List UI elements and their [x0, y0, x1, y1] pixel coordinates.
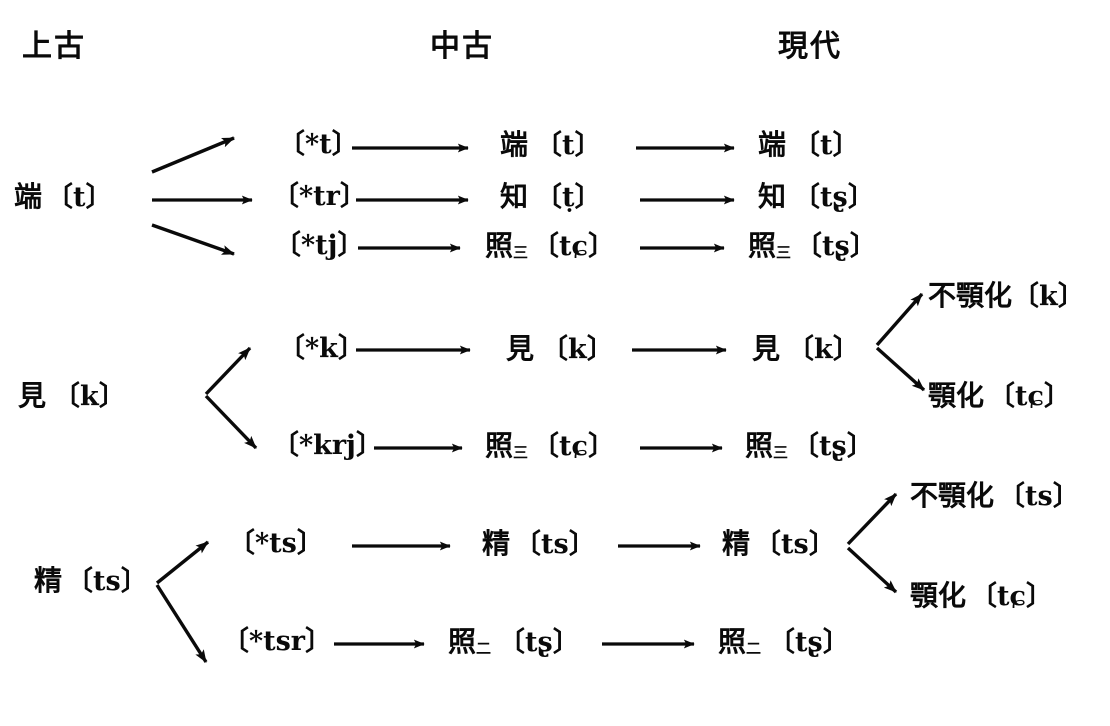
outcome-jian-palatalized-han: 顎化	[928, 379, 985, 412]
mc-initial-zhi-han: 知	[500, 180, 529, 213]
mc-initial-duan-ipa: 〔t〕	[535, 130, 602, 161]
mc-initial-jian-ipa: 〔k〕	[541, 334, 614, 365]
outcome-jian-unpalatalized-han: 不顎化	[928, 279, 1013, 312]
modern-initial-zhao3-b: 照三〔tʂ〕	[745, 432, 874, 461]
oc-reconstruction-t: 〔*t〕	[278, 131, 359, 158]
mc-initial-zhao3-subscript: 三	[513, 243, 529, 262]
modern-initial-jing-ipa: 〔ts〕	[754, 529, 836, 560]
mc-initial-zhao3-han: 照	[485, 229, 514, 262]
oc-reconstruction-tj: 〔*tj〕	[274, 232, 364, 259]
oc-reconstruction-krj: 〔*krj〕	[272, 432, 383, 459]
modern-initial-jian: 見〔k〕	[752, 332, 860, 365]
modern-initial-duan-ipa: 〔t〕	[793, 130, 860, 161]
modern-initial-jing-han: 精	[722, 527, 751, 560]
mc-initial-jing-ipa: 〔ts〕	[514, 529, 596, 560]
mc-initial-zhao3-ipa: 〔tɕ〕	[532, 231, 615, 262]
old-initial-jian: 見〔k〕	[18, 379, 126, 412]
modern-initial-zhao3-a-ipa: 〔tʂ〕	[795, 231, 877, 262]
header-middle-chinese: 中古	[430, 29, 494, 64]
mc-initial-zhao2-ipa: 〔tʂ〕	[498, 627, 580, 658]
mc-initial-duan-han: 端	[500, 128, 529, 161]
old-initial-duan-han: 端	[14, 180, 43, 213]
old-initial-jing-han: 精	[34, 564, 63, 597]
oc-reconstruction-tsr-ipa: 〔*tsr〕	[222, 626, 333, 657]
old-initial-jing-ipa: 〔ts〕	[66, 566, 148, 597]
jian-old-to-mid-1	[204, 346, 252, 396]
modern-initial-zhao2: 照二〔tʂ〕	[718, 628, 850, 657]
modern-initial-jian-han: 見	[752, 332, 781, 365]
oc-reconstruction-tsr: 〔*tsr〕	[222, 628, 332, 655]
oc-reconstruction-tr-ipa: 〔*tr〕	[272, 181, 367, 212]
mc-initial-jian: 見〔k〕	[506, 332, 614, 365]
modern-initial-zhi-ipa: 〔tʂ〕	[793, 182, 875, 213]
outcome-jing-palatalized: 顎化〔tɕ〕	[910, 579, 1053, 612]
mc-initial-zhi-ipa: 〔ṭ〕	[535, 182, 602, 213]
mc-initial-zhao3-b-han: 照	[485, 429, 514, 462]
modern-initial-duan: 端〔t〕	[758, 128, 860, 161]
modern-initial-zhi-han: 知	[758, 180, 787, 213]
jian-old-to-mid-2	[204, 394, 258, 450]
old-initial-jian-ipa: 〔k〕	[53, 381, 126, 412]
outcome-jing-unpalatalized-han: 不顎化	[910, 479, 995, 512]
modern-initial-zhao3-a: 照三〔tʂ〕	[748, 232, 877, 261]
oc-reconstruction-t-ipa: 〔*t〕	[278, 129, 359, 160]
outcome-jian-unpalatalized-ipa: 〔k〕	[1012, 281, 1085, 312]
outcome-jing-unpalatalized-ipa: 〔ts〕	[998, 481, 1080, 512]
modern-initial-zhao3-b-han: 照	[745, 429, 774, 462]
header-old-chinese: 上古	[22, 29, 86, 64]
mc-initial-zhi: 知〔ṭ〕	[500, 180, 602, 213]
modern-initial-zhao3-a-subscript: 三	[776, 243, 792, 262]
oc-reconstruction-ts: 〔*ts〕	[228, 530, 324, 557]
modern-initial-zhi: 知〔tʂ〕	[758, 180, 875, 213]
mc-initial-jing: 精〔ts〕	[482, 527, 596, 560]
oc-reconstruction-k-ipa: 〔*k〕	[278, 333, 365, 364]
modern-initial-zhao3-b-subscript: 三	[773, 443, 789, 462]
oc-reconstruction-tr: 〔*tr〕	[272, 183, 367, 210]
modern-initial-zhao3-b-ipa: 〔tʂ〕	[792, 431, 874, 462]
mc-initial-zhao3: 照三〔tɕ〕	[485, 232, 615, 261]
jing-old-to-mid-1	[155, 540, 210, 585]
oc-reconstruction-k: 〔*k〕	[278, 335, 365, 362]
mc-initial-zhao3-b: 照三〔tɕ〕	[485, 432, 615, 461]
mc-initial-jing-han: 精	[482, 527, 511, 560]
jian-branch-down	[875, 346, 926, 392]
mc-initial-zhao2: 照二〔tʂ〕	[448, 628, 580, 657]
mc-initial-jian-han: 見	[506, 332, 535, 365]
modern-initial-zhao2-han: 照	[718, 625, 747, 658]
header-modern: 現代	[778, 29, 842, 64]
oc-reconstruction-ts-ipa: 〔*ts〕	[228, 528, 324, 559]
outcome-jing-unpalatalized: 不顎化〔ts〕	[910, 479, 1080, 512]
oc-reconstruction-krj-ipa: 〔*krj〕	[272, 430, 383, 461]
modern-initial-zhao2-ipa: 〔tʂ〕	[768, 627, 850, 658]
modern-initial-zhao2-subscript: 二	[746, 639, 762, 658]
outcome-jing-palatalized-han: 顎化	[910, 579, 967, 612]
outcome-jian-unpalatalized: 不顎化〔k〕	[928, 279, 1085, 312]
outcome-jian-palatalized-ipa: 〔tɕ〕	[988, 381, 1071, 412]
jian-branch-up	[875, 292, 924, 347]
mc-initial-duan: 端〔t〕	[500, 128, 602, 161]
modern-initial-zhao3-a-han: 照	[748, 229, 777, 262]
outcome-jing-palatalized-ipa: 〔tɕ〕	[970, 581, 1053, 612]
modern-initial-jing: 精〔ts〕	[722, 527, 836, 560]
jing-branch-down	[846, 546, 898, 594]
outcome-jian-palatalized: 顎化〔tɕ〕	[928, 379, 1071, 412]
modern-initial-jian-ipa: 〔k〕	[787, 334, 860, 365]
mc-initial-zhao2-subscript: 二	[476, 639, 492, 658]
jing-old-to-mid-2	[155, 584, 208, 663]
oc-reconstruction-tj-ipa: 〔*tj〕	[274, 230, 365, 261]
old-initial-jian-han: 見	[18, 379, 47, 412]
mc-initial-zhao2-han: 照	[448, 625, 477, 658]
duan-old-to-mid-3	[151, 223, 235, 256]
mc-initial-zhao3-b-subscript: 三	[513, 443, 529, 462]
old-initial-duan: 端〔t〕	[14, 180, 113, 213]
old-initial-duan-ipa: 〔t〕	[46, 182, 113, 213]
modern-initial-duan-han: 端	[758, 128, 787, 161]
duan-old-to-mid-1	[151, 136, 235, 174]
mc-initial-zhao3-b-ipa: 〔tɕ〕	[532, 431, 615, 462]
old-initial-jing: 精〔ts〕	[34, 564, 148, 597]
jing-branch-up	[846, 492, 898, 546]
